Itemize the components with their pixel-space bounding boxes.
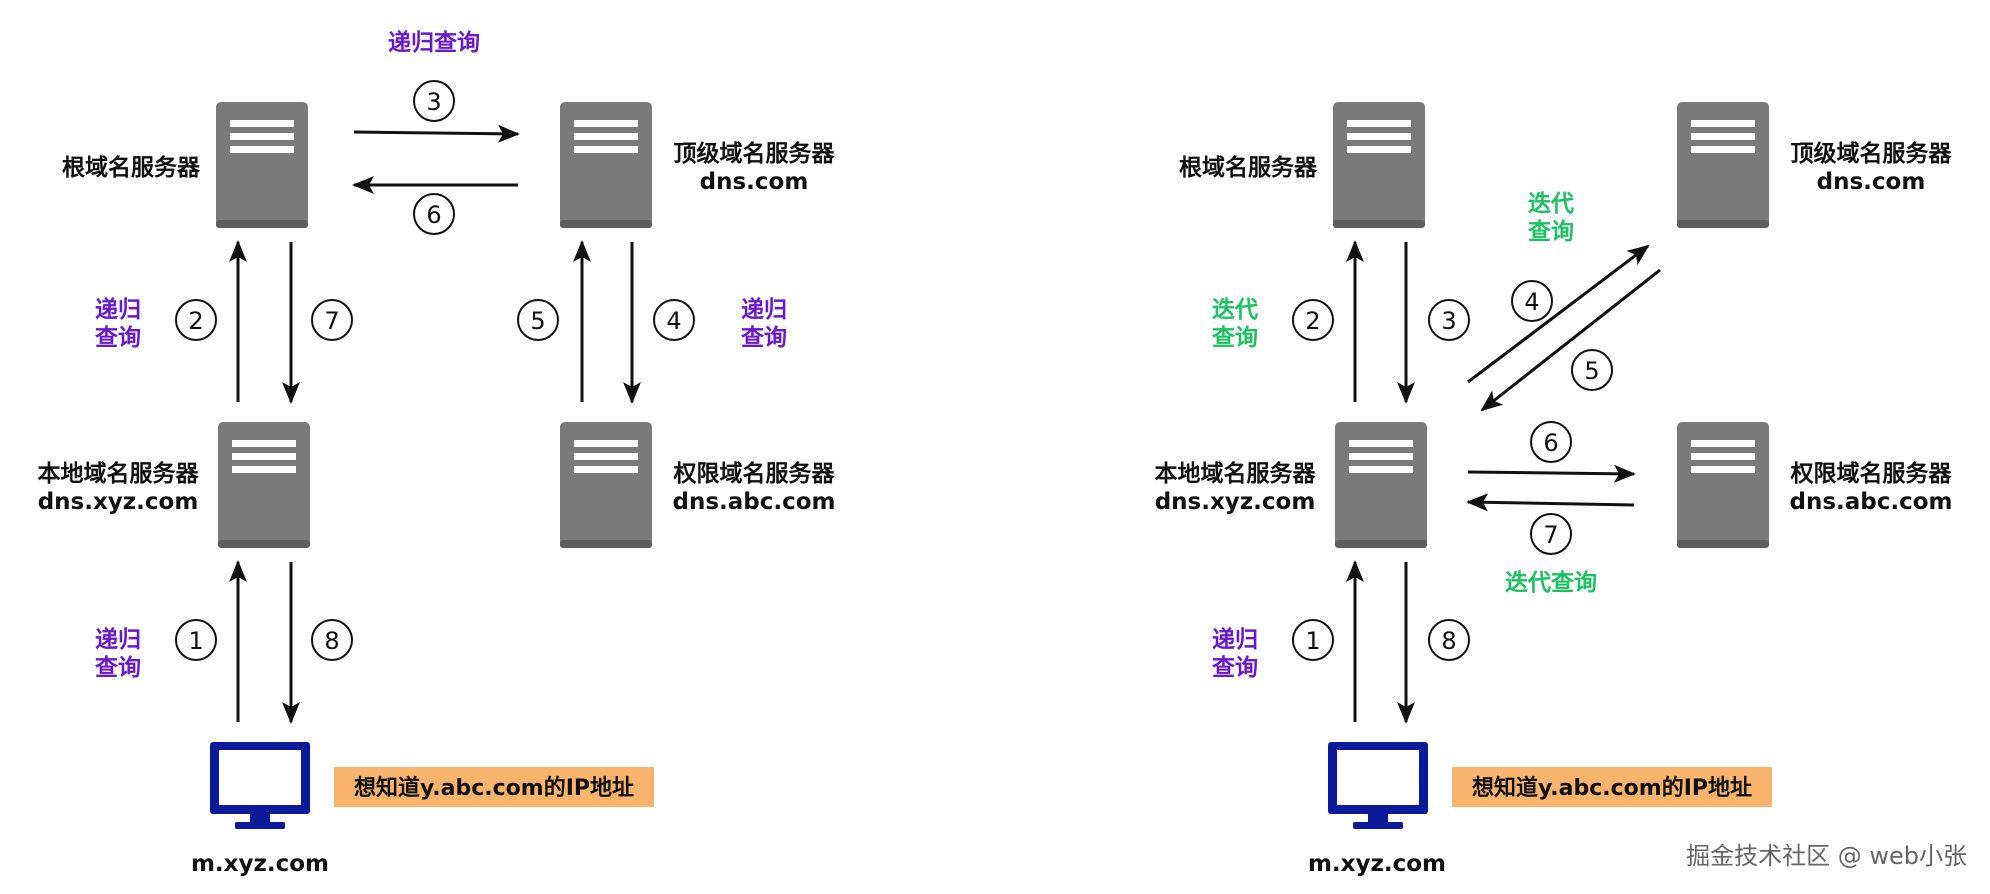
recursive-label-2a: 递归 xyxy=(95,296,141,323)
client-label: m.xyz.com xyxy=(191,851,329,877)
local-server-label: 本地域名服务器 xyxy=(1155,460,1317,487)
step-4: 4 xyxy=(1511,280,1553,322)
svg-text:1: 1 xyxy=(1305,627,1320,655)
watermark: 掘金技术社区 @ web小张 xyxy=(1686,842,1967,870)
svg-text:7: 7 xyxy=(324,307,339,335)
svg-text:5: 5 xyxy=(1584,357,1599,385)
root-server-label: 根域名服务器 xyxy=(1179,154,1318,181)
auth-server-label: 权限域名服务器 xyxy=(673,460,836,487)
right-diagram: 根域名服务器 顶级域名服务器 dns.com 本地域名服务器 dns.xyz.c… xyxy=(1155,102,1953,877)
recursive-label-top: 递归查询 xyxy=(388,29,480,56)
root-server-label: 根域名服务器 xyxy=(62,154,201,181)
server-icon xyxy=(216,102,308,228)
step-8: 8 xyxy=(311,619,353,661)
monitor-icon xyxy=(1328,742,1428,829)
step-7: 7 xyxy=(311,299,353,341)
svg-text:1: 1 xyxy=(188,627,203,655)
note-text: 想知道y.abc.com的IP地址 xyxy=(354,775,634,801)
server-icon xyxy=(560,102,652,228)
local-domain-label: dns.xyz.com xyxy=(38,489,199,515)
svg-text:3: 3 xyxy=(1441,307,1456,335)
svg-text:4: 4 xyxy=(666,307,681,335)
auth-domain-label: dns.abc.com xyxy=(672,489,835,515)
arrow-5 xyxy=(1480,268,1661,412)
step-1: 1 xyxy=(1292,619,1334,661)
step-5: 5 xyxy=(1571,349,1613,391)
arrow-6 xyxy=(1467,464,1636,483)
arrow-7 xyxy=(1466,493,1635,512)
step-7: 7 xyxy=(1530,513,1572,555)
recursive-label-1a: 递归 xyxy=(95,626,141,653)
step-8: 8 xyxy=(1428,619,1470,661)
server-icon xyxy=(560,422,652,548)
recursive-label-1b: 查询 xyxy=(1212,654,1258,681)
svg-text:6: 6 xyxy=(426,201,441,229)
step-6: 6 xyxy=(1530,421,1572,463)
arrow-3 xyxy=(353,124,520,143)
recursive-label-4b: 查询 xyxy=(741,324,787,351)
iterative-label-2b: 查询 xyxy=(1212,324,1258,351)
tld-server-label: 顶级域名服务器 xyxy=(1791,140,1953,167)
tld-domain-label: dns.com xyxy=(1817,169,1926,195)
recursive-label-1b: 查询 xyxy=(95,654,141,681)
step-3: 3 xyxy=(413,80,455,122)
left-diagram: 根域名服务器 顶级域名服务器 dns.com 本地域名服务器 dns.xyz.c… xyxy=(38,29,836,877)
step-5: 5 xyxy=(517,299,559,341)
svg-text:4: 4 xyxy=(1524,288,1539,316)
step-3: 3 xyxy=(1428,299,1470,341)
svg-text:6: 6 xyxy=(1543,429,1558,457)
step-6: 6 xyxy=(413,193,455,235)
auth-server-label: 权限域名服务器 xyxy=(1790,460,1953,487)
server-icon xyxy=(1335,422,1427,548)
tld-server-label: 顶级域名服务器 xyxy=(674,140,836,167)
recursive-label-2b: 查询 xyxy=(95,324,141,351)
svg-text:8: 8 xyxy=(324,627,339,655)
step-2: 2 xyxy=(175,299,217,341)
tld-domain-label: dns.com xyxy=(700,169,809,195)
svg-text:2: 2 xyxy=(1305,307,1320,335)
server-icon xyxy=(1677,422,1769,548)
svg-text:5: 5 xyxy=(530,307,545,335)
iterative-label-tld-a: 迭代 xyxy=(1528,191,1574,217)
local-domain-label: dns.xyz.com xyxy=(1155,489,1316,515)
server-icon xyxy=(1333,102,1425,228)
iterative-label-tld-b: 查询 xyxy=(1528,218,1574,245)
step-4: 4 xyxy=(653,299,695,341)
auth-domain-label: dns.abc.com xyxy=(1789,489,1952,515)
local-server-label: 本地域名服务器 xyxy=(38,460,200,487)
note-box xyxy=(1452,767,1772,807)
server-icon xyxy=(218,422,310,548)
svg-text:2: 2 xyxy=(188,307,203,335)
svg-text:3: 3 xyxy=(426,88,441,116)
arrow-4 xyxy=(1467,244,1650,384)
monitor-icon xyxy=(210,742,310,829)
step-2: 2 xyxy=(1292,299,1334,341)
client-label: m.xyz.com xyxy=(1308,851,1446,877)
svg-text:7: 7 xyxy=(1543,521,1558,549)
note-box xyxy=(334,767,654,807)
server-icon xyxy=(1677,102,1769,228)
step-1: 1 xyxy=(175,619,217,661)
iterative-label-auth: 迭代查询 xyxy=(1505,569,1597,596)
iterative-label-2a: 迭代 xyxy=(1212,297,1258,323)
svg-text:8: 8 xyxy=(1441,627,1456,655)
recursive-label-4a: 递归 xyxy=(741,296,787,323)
note-text: 想知道y.abc.com的IP地址 xyxy=(1472,775,1752,801)
recursive-label-1a: 递归 xyxy=(1212,626,1258,653)
